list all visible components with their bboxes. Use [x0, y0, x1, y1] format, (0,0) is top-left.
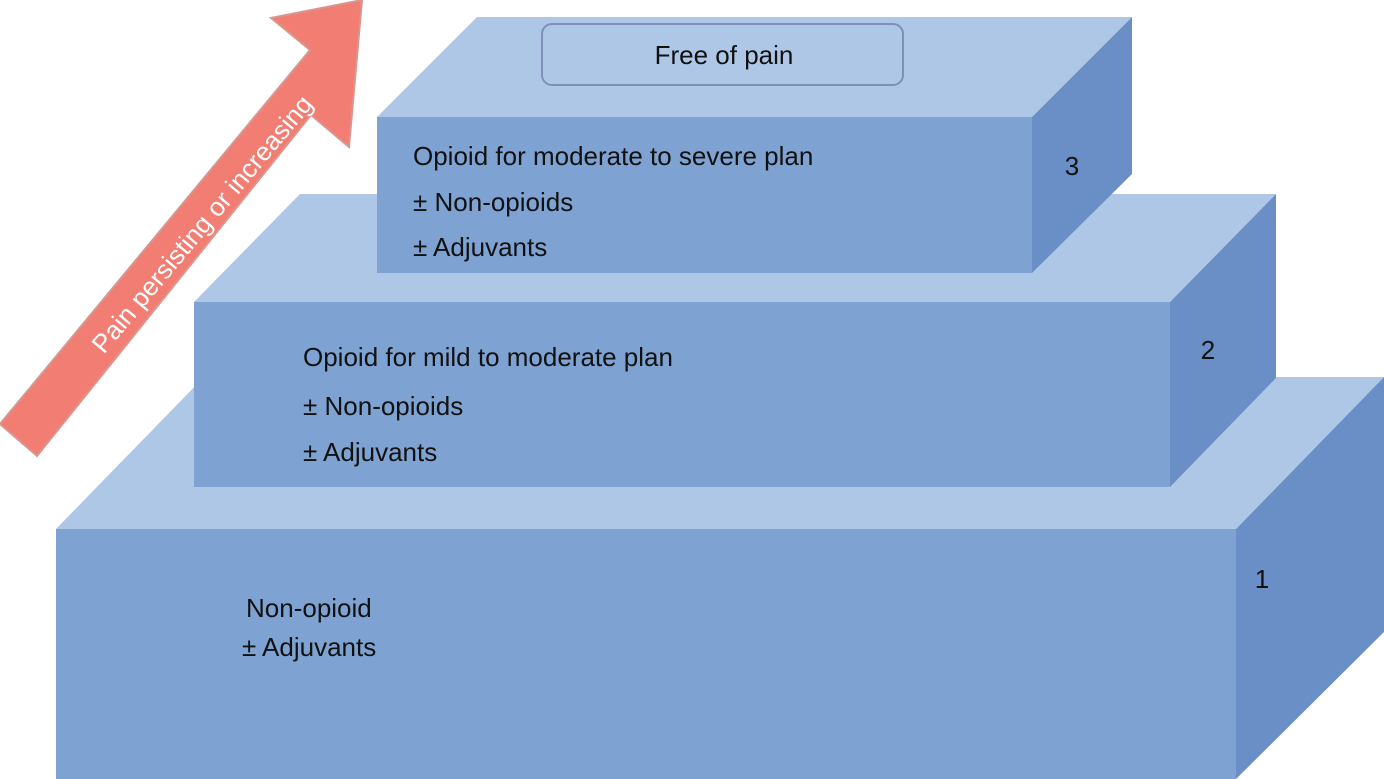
- step-2-number: 2: [1201, 335, 1215, 365]
- step-2-front-face: [194, 302, 1170, 487]
- step-3-line-1: Opioid for moderate to severe plan: [413, 141, 813, 171]
- step-3-front-face: [377, 117, 1032, 273]
- free-of-pain-box: [541, 23, 904, 86]
- step-2-line-3: ± Adjuvants: [303, 437, 437, 467]
- step-2-line-1: Opioid for mild to moderate plan: [303, 342, 673, 372]
- step-1-front-face: [56, 529, 1236, 779]
- step-3-side-face: [1032, 17, 1132, 273]
- step-3-number: 3: [1065, 151, 1079, 181]
- step-1-line-2: ± Adjuvants: [242, 632, 376, 662]
- step-3-line-2: ± Non-opioids: [413, 187, 573, 217]
- step-1-side-face: [1236, 377, 1384, 779]
- arrow-shape: [0, 0, 364, 458]
- step-1-line-1: Non-opioid: [246, 593, 372, 623]
- free-of-pain-label: Free of pain: [655, 40, 794, 70]
- step-2-line-2: ± Non-opioids: [303, 391, 463, 421]
- step-2-side-face: [1170, 194, 1276, 487]
- step-1-number: 1: [1255, 564, 1269, 594]
- step-3-line-3: ± Adjuvants: [413, 232, 547, 262]
